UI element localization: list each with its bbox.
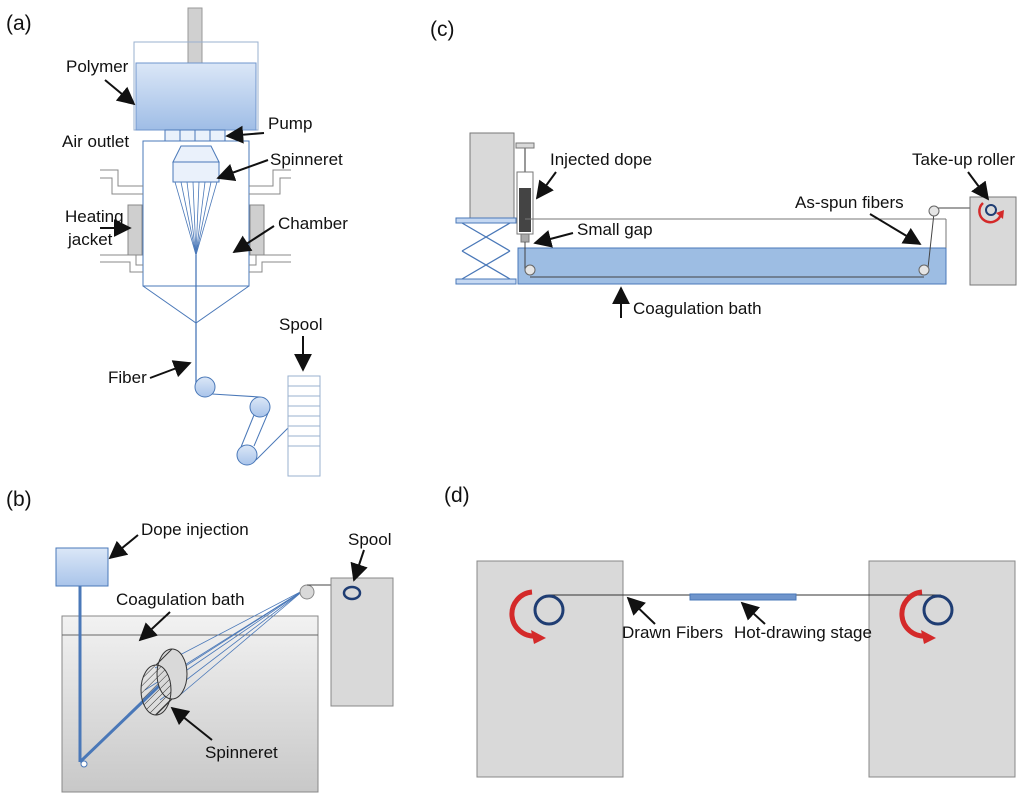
panel-b: (b) Dope injection Spool [6,488,394,793]
lab-jack-scissor [461,222,511,280]
arrow-drawn-fibers [626,596,656,625]
arrow-fiber [149,360,192,379]
label-as-spun-fibers: As-spun fibers [795,193,904,212]
guide-roller-b [299,584,315,600]
roller-2 [249,396,271,418]
dope-injection-box [55,547,109,587]
panel-a: (a) [6,7,348,477]
arrow-pump [225,125,265,144]
panel-b-letter: (b) [6,488,32,511]
spinneret-plate [172,161,220,183]
drawing-box-left [476,560,624,778]
spool-a-windings [288,385,320,447]
polymer-reservoir [135,62,257,131]
bath-roller-right [918,264,930,276]
arrow-hot-drawing-stage [740,601,766,625]
label-polymer: Polymer [66,57,129,76]
rotation-arrow-right [899,589,927,639]
coagulation-bath-b [61,615,319,793]
piston-rod [187,7,203,64]
arrow-polymer [104,79,136,106]
label-heating: Heating [65,207,124,226]
spinneret-filaments [174,181,218,256]
panel-c-letter: (c) [430,18,455,41]
arrow-spinneret-b [170,706,213,741]
air-outlet-ducts [100,169,291,273]
arrow-small-gap [533,230,574,248]
arrow-as-spun-fibers [869,213,922,245]
arrow-dope-injection [108,534,139,560]
arrow-spool-b [350,549,368,582]
label-pump: Pump [268,114,312,133]
arrow-spinneret-a [216,159,269,181]
label-injected-dope: Injected dope [550,150,652,169]
label-coagulation-bath-b: Coagulation bath [116,590,245,609]
hot-drawing-stage [689,593,797,601]
label-air-outlet: Air outlet [62,132,129,151]
bath-roller-left [524,264,536,276]
take-up-roller-ring [985,204,997,216]
coagulation-bath-c [517,247,947,285]
label-spool-b: Spool [348,530,391,549]
roller-1 [194,376,216,398]
heating-jacket-right [249,204,265,256]
panel-d-letter: (d) [444,484,470,507]
arrow-injected-dope [535,171,557,200]
panel-a-letter: (a) [6,12,32,35]
arrow-chamber [232,225,275,253]
label-fiber: Fiber [108,368,147,387]
drawing-box-right [868,560,1016,778]
take-up-roller-box [969,196,1017,286]
label-hot-drawing-stage: Hot-drawing stage [734,623,872,642]
rotation-arrow-left [509,589,537,639]
heating-jacket-left [127,204,143,256]
spinneret-head [172,145,220,163]
label-spool-a: Spool [279,315,322,334]
label-small-gap: Small gap [577,220,653,239]
take-up-rotation-arrow [978,202,1003,224]
arrow-take-up-roller [967,171,990,201]
label-spinneret-b: Spinneret [205,743,278,762]
label-dope-injection: Dope injection [141,520,249,539]
guide-roller [928,205,940,217]
label-spinneret-a: Spinneret [270,150,343,169]
arrow-coagulation-bath-b [138,611,171,642]
roller-right-d [922,594,954,626]
label-drawn-fibers: Drawn Fibers [622,623,723,642]
lab-jack-base [455,278,517,285]
label-take-up-roller: Take-up roller [912,150,1015,169]
label-coagulation-bath-c: Coagulation bath [633,299,762,318]
injected-dope-fill [519,188,531,232]
label-jacket: jacket [67,230,113,249]
spool-ring-b [342,585,362,601]
panel-c: (c) [430,18,1017,318]
spool-box-b [330,577,394,707]
panel-d: (d) Drawn Fibers Hot-drawing stage [444,484,1016,778]
roller-left-d [533,594,565,626]
label-chamber: Chamber [278,214,348,233]
spinneret-front-b [140,664,172,716]
roller-3 [236,444,258,466]
lab-jack-top [455,217,517,224]
syringe-pump-tower [469,132,515,219]
